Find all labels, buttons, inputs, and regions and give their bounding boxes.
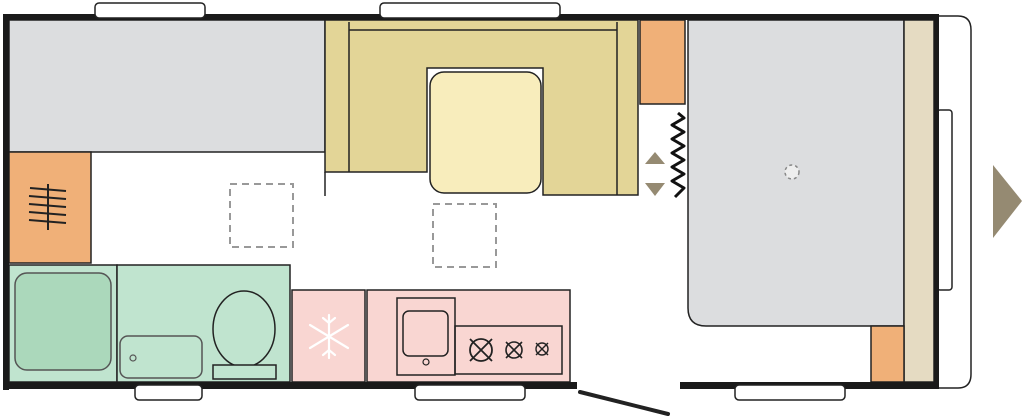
entrance-door[interactable] — [578, 390, 670, 416]
windows — [94, 2, 846, 401]
rear-bed — [8, 19, 326, 153]
washroom — [116, 264, 291, 383]
bed-light-icon — [784, 164, 800, 180]
shower-tray — [14, 272, 112, 371]
front-shelf — [903, 19, 935, 383]
window — [734, 384, 846, 401]
window — [134, 384, 203, 401]
window — [94, 2, 206, 19]
dinette-table — [429, 71, 542, 194]
burner-icon — [535, 342, 549, 356]
window — [379, 2, 561, 19]
hob — [454, 325, 563, 375]
basin — [119, 335, 203, 379]
front-cupboard — [870, 325, 905, 383]
heater-icon — [28, 184, 67, 230]
window — [414, 384, 526, 401]
direction-arrow-icon — [993, 165, 1022, 238]
burner-icon — [505, 341, 523, 359]
dinette-seating — [324, 19, 639, 196]
snowflake-icon — [308, 313, 350, 360]
rooflight — [432, 203, 497, 268]
burner-icon — [469, 338, 493, 362]
front-cap — [936, 15, 972, 389]
kitchen-unit — [366, 289, 571, 383]
arrow-down-icon — [645, 183, 665, 196]
arrow-up-icon — [645, 152, 665, 164]
sink-drain — [422, 358, 430, 366]
front-window — [936, 109, 953, 291]
curtain-icon — [670, 111, 686, 199]
rooflight — [229, 183, 294, 248]
basin-drain — [129, 354, 137, 362]
toilet-cistern — [212, 364, 277, 380]
sink-icon — [402, 310, 449, 357]
wardrobe — [8, 151, 92, 264]
front-cabinet — [639, 19, 686, 105]
